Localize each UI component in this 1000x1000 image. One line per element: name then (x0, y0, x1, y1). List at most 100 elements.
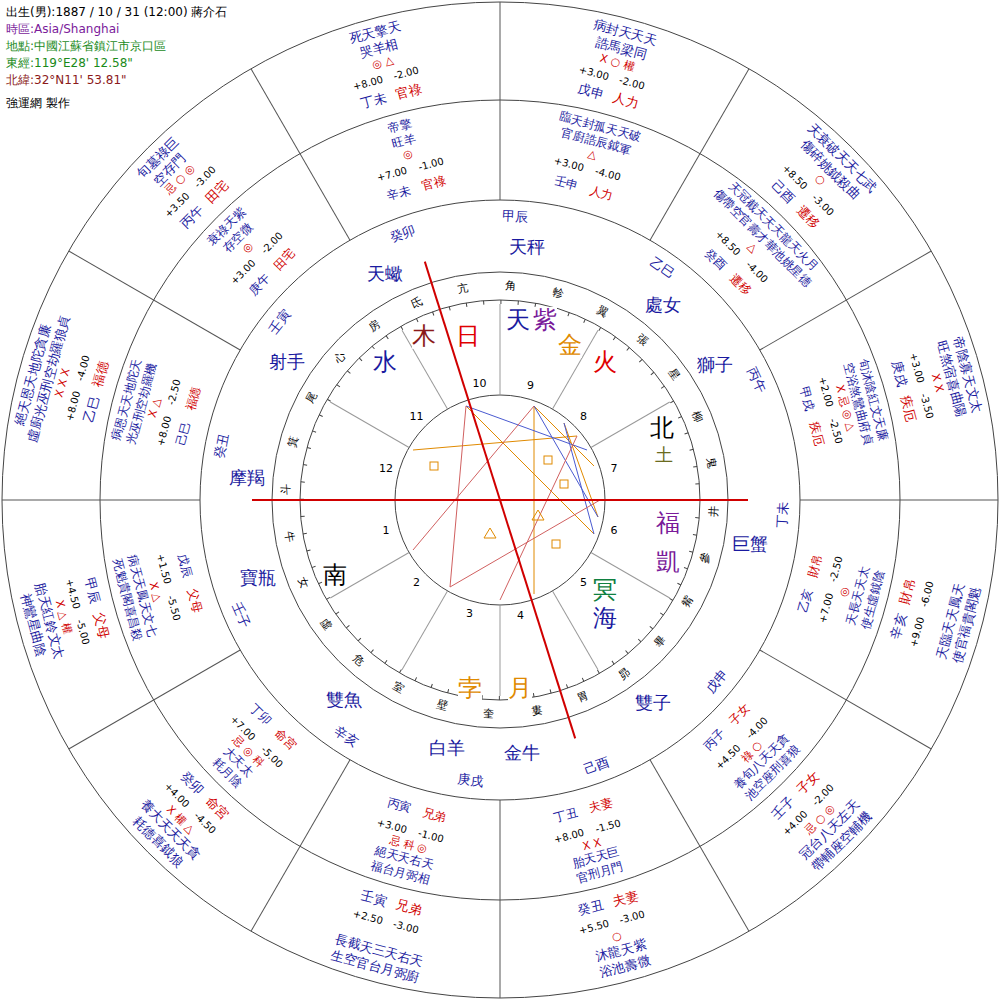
house-number: 2 (413, 577, 420, 589)
score-value: +8.00 (553, 827, 585, 846)
earthly-branch: 甲辰 (501, 210, 528, 226)
lunar-mansion: 井 (707, 505, 720, 517)
house-number: 8 (580, 411, 587, 423)
lunar-mansion: 角 (505, 280, 517, 293)
palace-divider (69, 650, 240, 749)
lunar-mansion: 室 (390, 680, 405, 696)
lunar-mansion: 尾 (304, 390, 320, 405)
palace-divider (500, 800, 501, 998)
palace-divider (2, 500, 200, 501)
house-cusp (553, 591, 599, 670)
planet-glyph: 冥 (593, 577, 617, 603)
star-markers: ◎ (401, 148, 413, 162)
aspect-symbol (430, 462, 438, 470)
palace-name: 夫妻 (587, 797, 614, 816)
header-line: 北緯:32°N11' 53.81" (6, 74, 127, 87)
palace-name: 田宅 (272, 246, 298, 272)
planet-glyph: 孛 (458, 675, 482, 701)
palace-name: 兄弟 (421, 806, 448, 825)
planet-glyph: 北 (650, 415, 674, 441)
house-number: 12 (379, 463, 393, 475)
lunar-mansion: 女 (295, 576, 310, 591)
palace-name: 人力 (587, 184, 614, 203)
zodiac-sign: 雙子 (635, 693, 671, 713)
palace-name: 父母 (184, 587, 203, 614)
star-markers: △ (587, 148, 598, 162)
stem-branch: 丙寅 (386, 797, 413, 816)
lunar-mansion: 危 (350, 652, 366, 668)
stem-branch: 丙子 (702, 727, 728, 753)
palace-name: 兄弟 (395, 898, 424, 919)
stem-branch: 丁未 (360, 91, 389, 112)
score-value: +5.50 (578, 918, 610, 937)
planet-glyph: 天 (506, 307, 530, 333)
lunar-mansion: 斗 (280, 484, 293, 496)
stem-branch: 乙亥 (797, 587, 816, 614)
zodiac-sign: 摩羯 (229, 468, 265, 488)
lunar-mansion: 奎 (484, 707, 496, 720)
palace-name: 命宮 (272, 727, 298, 753)
score-value: -1.50 (594, 817, 622, 834)
stem-branch: 甲戌 (797, 386, 816, 413)
zodiac-sign: 雙魚 (326, 690, 362, 710)
stem-branch: 甲辰 (81, 576, 102, 605)
zodiac-sign: 白羊 (429, 739, 465, 759)
palace-name: 官祿 (421, 175, 448, 194)
house-cusp (553, 330, 599, 409)
score-value: -5.00 (259, 744, 285, 770)
planet-glyph: 水 (373, 349, 397, 375)
score-value: +2.50 (351, 908, 383, 927)
aspect-line (450, 500, 600, 587)
planet-glyph: 木 (412, 323, 436, 349)
earthly-branch: 壬寅 (266, 307, 293, 336)
score-value: +8.00 (351, 74, 383, 93)
zodiac-sign: 處女 (645, 296, 681, 316)
lunar-mansion: 軫 (551, 287, 565, 302)
lunar-mansion: 箕 (287, 435, 302, 449)
score-value: -2.50 (828, 556, 845, 584)
earthly-branch: 戊申 (703, 667, 731, 696)
aspect-line (413, 406, 534, 550)
palace-name: 疾厄 (806, 421, 825, 448)
aspect-symbol (552, 540, 560, 548)
score-value: +8.00 (154, 414, 173, 446)
score-value: -5.00 (74, 619, 91, 647)
aspect-line (564, 423, 594, 534)
zodiac-sign: 獅子 (697, 355, 733, 375)
score-value: +2.00 (817, 376, 836, 408)
star-markers: ○ (611, 930, 623, 944)
house-cusp (500, 304, 501, 395)
zodiac-sign: 天蠍 (367, 264, 403, 284)
header-line: 東經:119°E28' 12.58" (6, 57, 133, 70)
aspect-line (466, 406, 587, 450)
planet-glyph: 福 (656, 510, 680, 536)
ring-circle (200, 200, 800, 800)
palace-divider (500, 2, 501, 200)
stem-branch: 戊辰 (175, 553, 194, 580)
aspect-lines (413, 406, 600, 600)
aspect-symbol (532, 510, 544, 520)
earthly-branch: 庚戌 (457, 773, 484, 790)
lunar-mansion: 虛 (318, 617, 334, 633)
planet-glyph: 凱 (656, 549, 680, 575)
score-value: -5.50 (165, 594, 182, 622)
earthly-branch: 癸卯 (389, 223, 418, 245)
lunar-mansion: 張 (633, 331, 649, 347)
palace-divider (251, 69, 350, 240)
stem-branch: 乙巳 (81, 395, 102, 424)
lunar-mansion: 壁 (435, 699, 449, 714)
stem-branch: 戊申 (576, 81, 605, 102)
house-number: 6 (610, 524, 617, 536)
earthly-branch: 乙巳 (648, 255, 677, 282)
score-value: +8.00 (63, 390, 82, 422)
lunar-mansion: 氐 (409, 295, 424, 310)
aspect-symbol (560, 480, 568, 488)
score-value: -2.00 (259, 230, 285, 256)
lunar-mansion: 昴 (617, 666, 633, 682)
score-value: +7.00 (376, 165, 408, 184)
lunar-mansion: 柳 (689, 409, 704, 424)
ring-circle (100, 100, 900, 900)
